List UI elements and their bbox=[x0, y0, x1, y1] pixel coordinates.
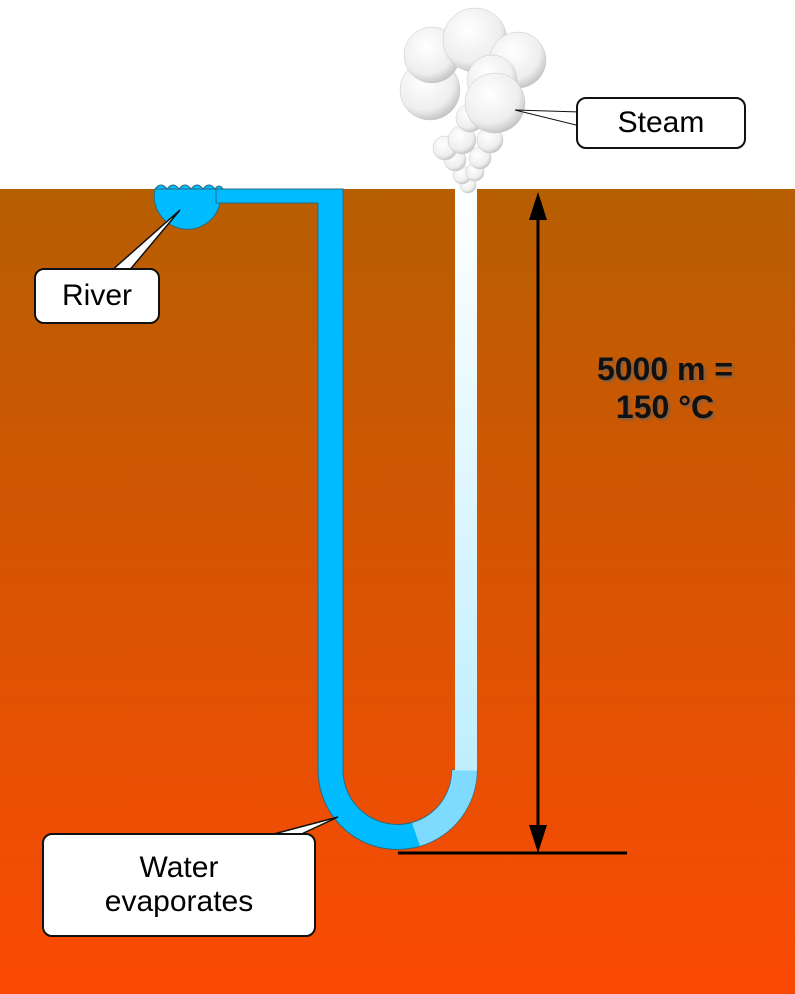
river-waves bbox=[153, 184, 224, 190]
depth-line-1: 5000 m = bbox=[596, 351, 734, 387]
steam-pointer bbox=[514, 109, 581, 127]
depth-label: 5000 m = 150 °C bbox=[560, 350, 770, 427]
depth-line-2: 150 °C bbox=[615, 389, 715, 426]
steam-pipe bbox=[455, 189, 477, 771]
water-evaporates-label: Water evaporates bbox=[42, 833, 316, 937]
arrow-head-down bbox=[529, 825, 547, 853]
bend-fade bbox=[412, 770, 477, 846]
river-label: River bbox=[34, 268, 160, 324]
arrow-head-up bbox=[529, 192, 547, 220]
steam-label: Steam bbox=[576, 97, 746, 149]
steam-cloud-icon bbox=[399, 7, 547, 194]
